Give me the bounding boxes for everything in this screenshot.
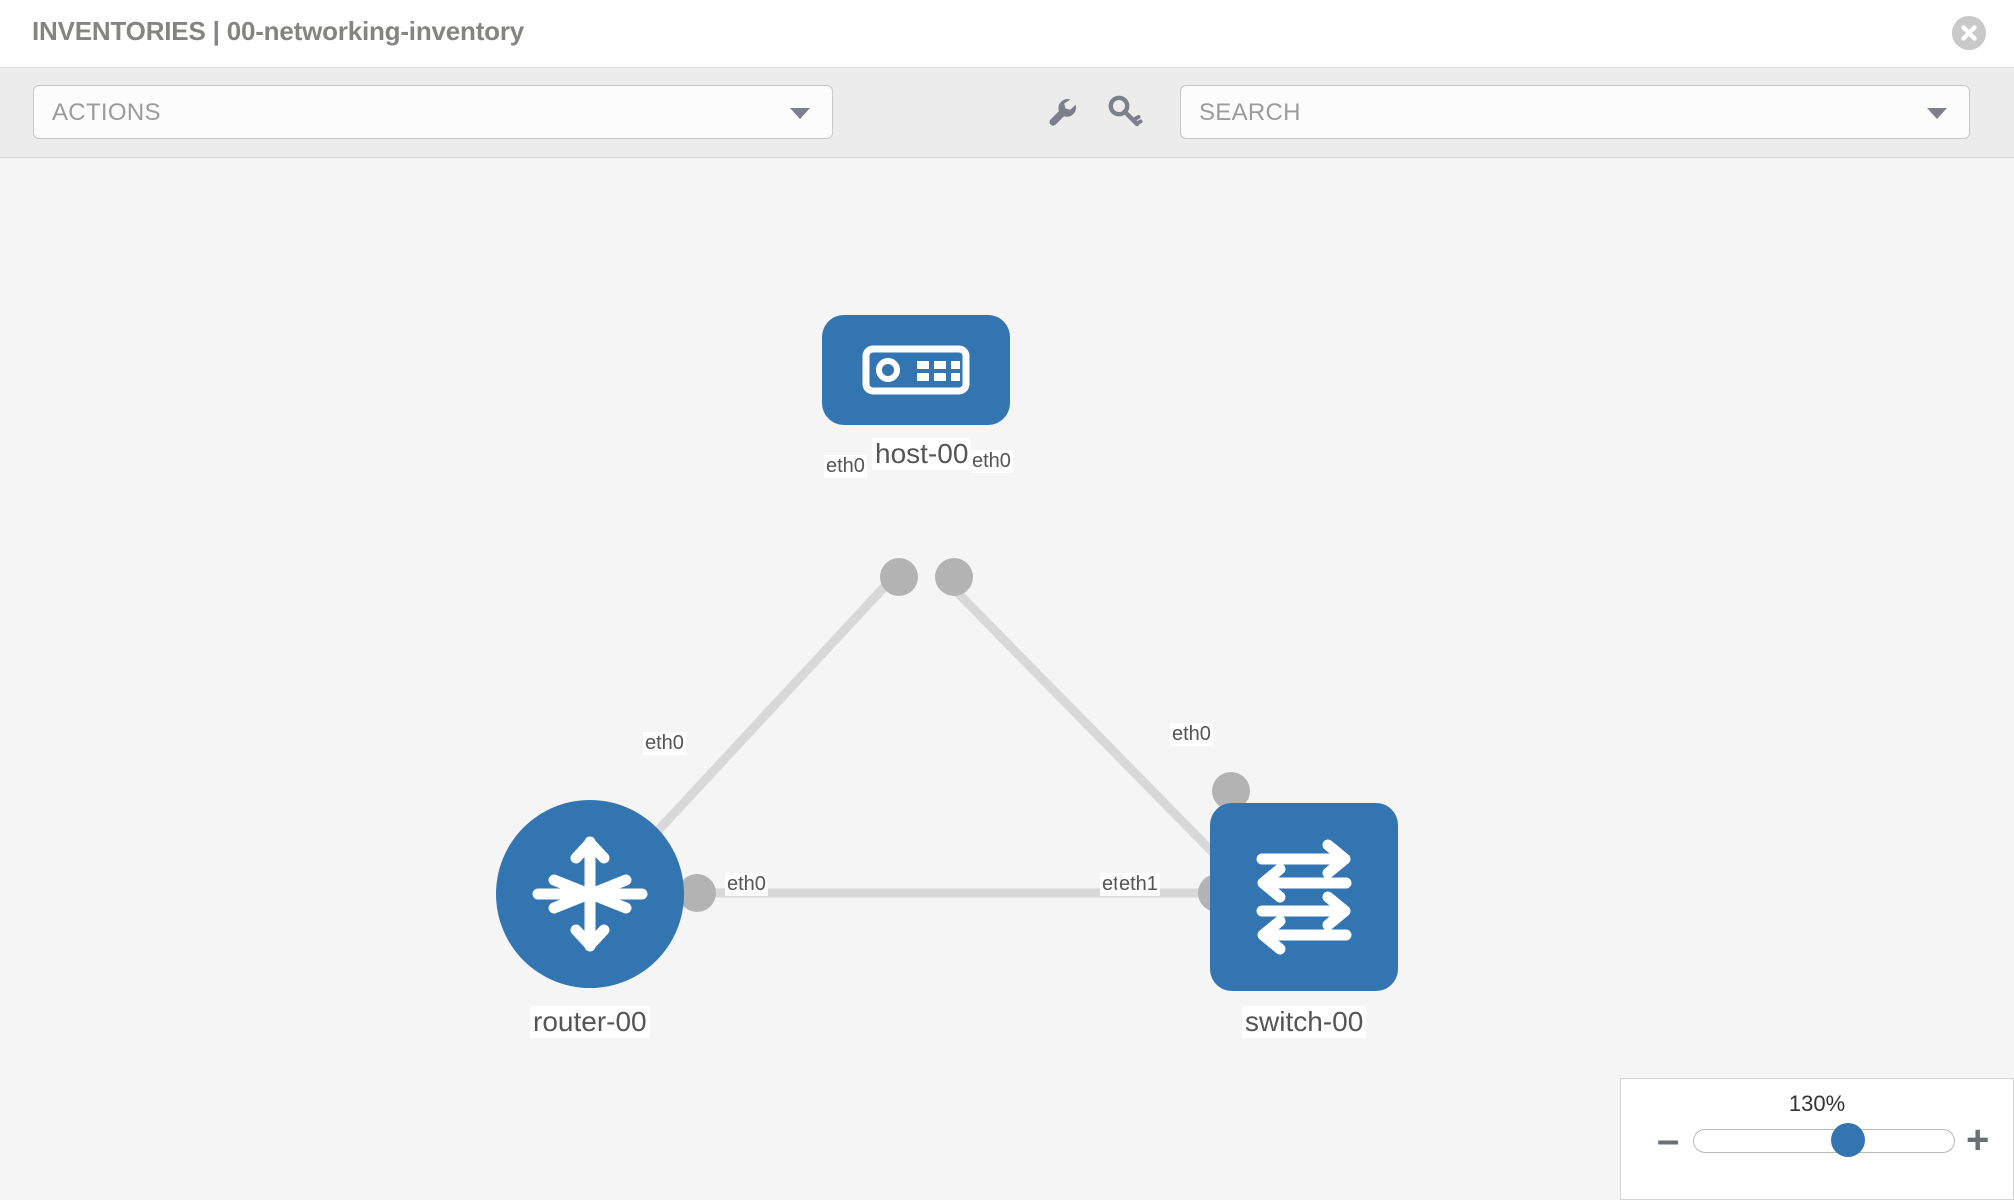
key-icon bbox=[1108, 95, 1143, 127]
zoom-slider[interactable] bbox=[1693, 1123, 1955, 1157]
page-title: INVENTORIES | 00-networking-inventory bbox=[32, 16, 525, 46]
close-icon bbox=[1952, 16, 1986, 50]
edge-label-switch-up: eth0 bbox=[1170, 723, 1213, 746]
node-router-00[interactable] bbox=[496, 800, 684, 988]
actions-dropdown-label: ACTIONS bbox=[52, 99, 161, 126]
chevron-down-icon[interactable] bbox=[1927, 108, 1947, 119]
node-host-00[interactable] bbox=[822, 315, 1010, 425]
toolbar: ACTIONS SEARCH bbox=[0, 68, 2014, 158]
close-button[interactable] bbox=[1952, 16, 1986, 50]
edge-label-router-up: eth0 bbox=[643, 732, 686, 755]
zoom-slider-thumb[interactable] bbox=[1830, 1123, 1865, 1157]
connector-host-left[interactable] bbox=[880, 558, 918, 596]
edge-label-router-right: eth0 bbox=[725, 873, 768, 896]
actions-dropdown[interactable]: ACTIONS bbox=[33, 85, 833, 139]
node-switch-00-shape bbox=[1210, 803, 1398, 991]
topology-canvas[interactable]: host-00 eth0 eth0 router-00 eth0 eth0 bbox=[0, 158, 2014, 1200]
zoom-out-button[interactable]: – bbox=[1657, 1118, 1680, 1162]
key-button[interactable] bbox=[1102, 90, 1146, 134]
search-input[interactable]: SEARCH bbox=[1180, 85, 1970, 139]
node-router-00-label: router-00 bbox=[530, 1006, 650, 1038]
zoom-control-panel: 130% – + bbox=[1620, 1078, 2014, 1200]
wrench-button[interactable] bbox=[1040, 90, 1084, 134]
link-host-switch bbox=[944, 579, 1242, 882]
server-icon bbox=[862, 345, 970, 395]
node-switch-00-label: switch-00 bbox=[1242, 1006, 1367, 1038]
switch-arrows-icon bbox=[1256, 839, 1352, 955]
zoom-in-button[interactable]: + bbox=[1966, 1118, 1990, 1162]
search-placeholder: SEARCH bbox=[1199, 99, 1301, 126]
router-arrows-icon bbox=[532, 836, 648, 952]
zoom-level-value: 130% bbox=[1788, 1091, 1846, 1116]
node-host-00-label: host-00 bbox=[872, 438, 972, 470]
node-host-00-shape bbox=[822, 315, 1010, 425]
connector-host-right[interactable] bbox=[935, 558, 973, 596]
edge-label-host-right: eth0 bbox=[970, 450, 1013, 473]
node-switch-00[interactable] bbox=[1210, 803, 1398, 991]
edge-label-host-left: eth0 bbox=[824, 455, 867, 478]
wrench-icon bbox=[1049, 99, 1077, 126]
edge-label-switch-left-b: eth1 bbox=[1117, 873, 1160, 896]
page-header: INVENTORIES | 00-networking-inventory bbox=[0, 0, 2014, 68]
chevron-down-icon bbox=[790, 108, 810, 119]
connector-router-right[interactable] bbox=[678, 874, 716, 912]
